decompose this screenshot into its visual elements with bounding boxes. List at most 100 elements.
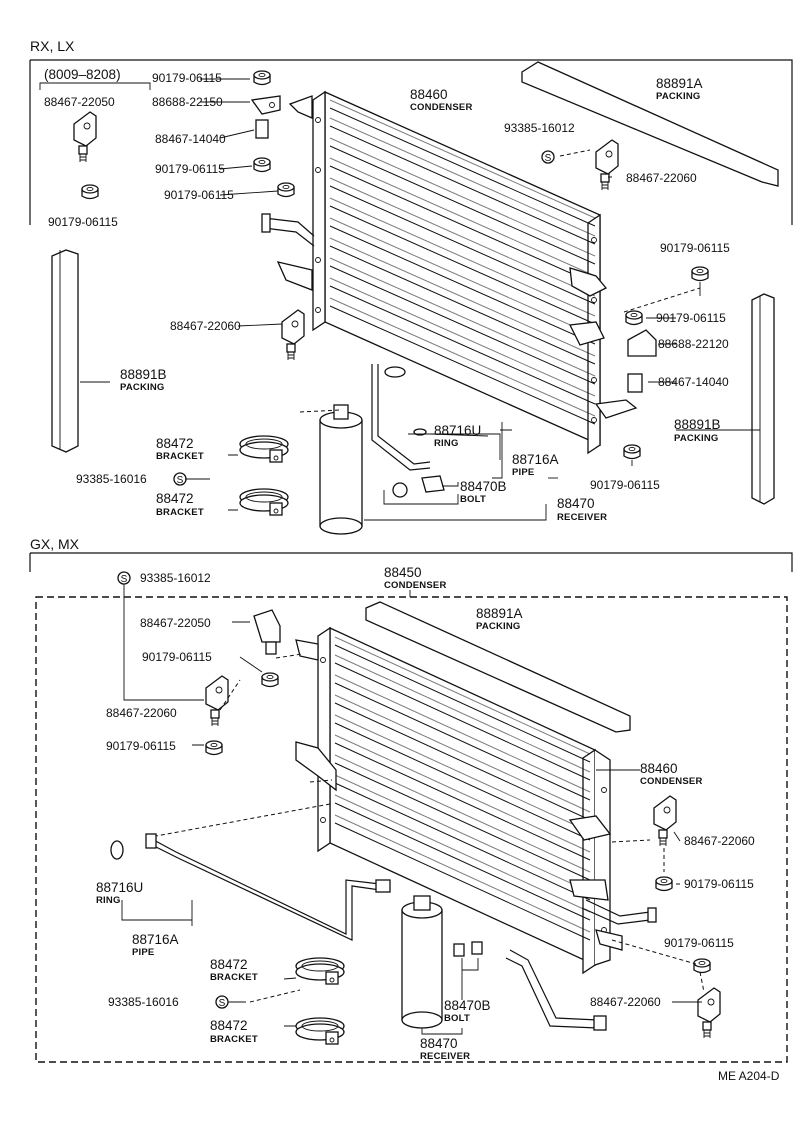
label-90179-06115-c: 90179-06115 [155,162,225,176]
nut-90179-06115-bottom-d [693,958,711,974]
label-packing-c: PACKING [120,382,165,393]
label-90179-06115-f: 90179-06115 [656,311,726,325]
label-90179-06115-g: 90179-06115 [590,478,660,492]
date-range: (8009–8208) [44,67,121,82]
label-90179-06115-bottom-a: 90179-06115 [142,650,212,664]
label-88891b-right: 88891B [674,417,721,432]
nut-90179-06115-b [253,157,271,173]
label-bolt-bottom: BOLT [444,1013,470,1024]
nut-90179-06115-c [277,182,295,198]
label-93385-16012-bottom: 93385-16012 [140,571,211,585]
label-88460-bottom: 88460 [640,761,678,776]
condenser-bottom [295,626,657,975]
label-88470b-bottom: 88470B [444,998,491,1013]
nut-90179-06115 [253,70,271,86]
packing-88891b-left [51,249,79,453]
bolt-88470b-bottom-b [471,941,483,955]
label-88891b-left: 88891B [120,367,167,382]
bracket-88472-b-bottom [295,1017,345,1045]
section-title-rx-lx: RX, LX [30,38,75,54]
label-bracket-a: BRACKET [156,451,204,462]
label-condenser-b: CONDENSER [640,776,703,787]
top-section-frame [29,59,793,225]
label-88716a-bottom: 88716A [132,932,179,947]
top-diagram: (8009–8208) [39,61,779,535]
mount-88467-22060-bottom-b [653,795,677,847]
label-condenser-a: CONDENSER [384,580,447,591]
label-ring: RING [434,438,459,449]
bolt-88470b-bottom-a [453,943,465,957]
mount-88467-22060-bottom-c [697,987,721,1039]
label-90179-06115-e: 90179-06115 [660,241,730,255]
label-88467-22060-bottom-b: 88467-22060 [684,834,755,848]
screw-93385-16016-bottom [215,995,229,1010]
label-88716u: 88716U [434,423,481,438]
label-88450: 88450 [384,565,422,580]
bracket-88472-b-top [239,488,289,516]
label-88472-a: 88472 [156,436,194,451]
bracket-88472-a-bottom [295,957,345,985]
label-packing-a: PACKING [656,91,701,102]
ring-88716u-bottom [110,840,124,860]
label-90179-06115-bottom-d: 90179-06115 [664,936,734,950]
label-93385-16016-bottom: 93385-16016 [108,995,179,1009]
nut-90179-06115-top [81,184,99,200]
label-88716a: 88716A [512,452,559,467]
label-receiver: RECEIVER [557,512,607,523]
mount-88467-22050-top [73,111,97,163]
condenser-top [261,90,638,455]
packing-88891a-bottom [365,601,631,733]
label-88467-22060-a: 88467-22060 [626,171,697,185]
nut-90179-06115-bottom-b [205,740,223,756]
receiver-bottom [401,895,443,1029]
nut-90179-06115-e [691,266,709,282]
label-pipe: PIPE [512,467,534,478]
label-90179-06115-b: 90179-06115 [48,215,118,229]
pipe-88716a-top [371,364,431,471]
label-88688-22120: 88688-22120 [658,337,729,351]
pipe-outlet-bottom [505,949,599,1029]
cushion-88467-14040-b [627,373,643,393]
label-bracket-a-bottom: BRACKET [210,972,258,983]
label-88467-22050: 88467-22050 [44,95,115,109]
mount-88467-22060-top [595,139,619,191]
ring-88716u-top [413,428,427,436]
bracket-88688-22150 [250,95,281,115]
label-88472-b-bottom: 88472 [210,1018,248,1033]
screw-93385-16012-bottom [117,571,131,586]
packing-88891a-top [521,61,779,187]
receiver-top [319,404,363,535]
label-93385-16012: 93385-16012 [504,121,575,135]
label-packing-b: PACKING [674,433,719,444]
label-88467-22050-bottom: 88467-22050 [140,616,211,630]
screw-93385-16016-top [173,472,187,487]
label-88467-14040-b: 88467-14040 [658,375,729,389]
nut-90179-06115-g [623,444,641,460]
label-pipe-bottom: PIPE [132,947,154,958]
bottom-section-frame [29,552,793,572]
bracket-88688-22120 [627,329,657,357]
label-88470: 88470 [557,496,595,511]
figure-code: ME A204-D [718,1069,780,1083]
bracket-88472-a-top [239,435,289,463]
label-88467-22060-bottom-a: 88467-22060 [106,706,177,720]
label-88470-bottom: 88470 [420,1036,458,1051]
label-packing-bottom: PACKING [476,621,521,632]
label-88891a-bottom: 88891A [476,606,523,621]
label-bolt: BOLT [460,494,486,505]
label-88472-a-bottom: 88472 [210,957,248,972]
pipe-88716a-bottom [149,837,381,941]
label-condenser: CONDENSER [410,102,473,113]
label-88467-14040-a: 88467-14040 [155,132,226,146]
nut-90179-06115-f [625,310,643,326]
mount-88467-22060-left [281,309,305,361]
label-bracket-b-bottom: BRACKET [210,1034,258,1045]
cushion-88467-14040 [255,119,269,139]
packing-88891b-right [751,293,775,505]
label-90179-06115-d: 90179-06115 [164,188,234,202]
label-88467-22060-b: 88467-22060 [170,319,241,333]
label-receiver-bottom: RECEIVER [420,1051,470,1062]
nut-90179-06115-bottom-a [261,672,279,688]
label-90179-06115-bottom-c: 90179-06115 [684,877,754,891]
